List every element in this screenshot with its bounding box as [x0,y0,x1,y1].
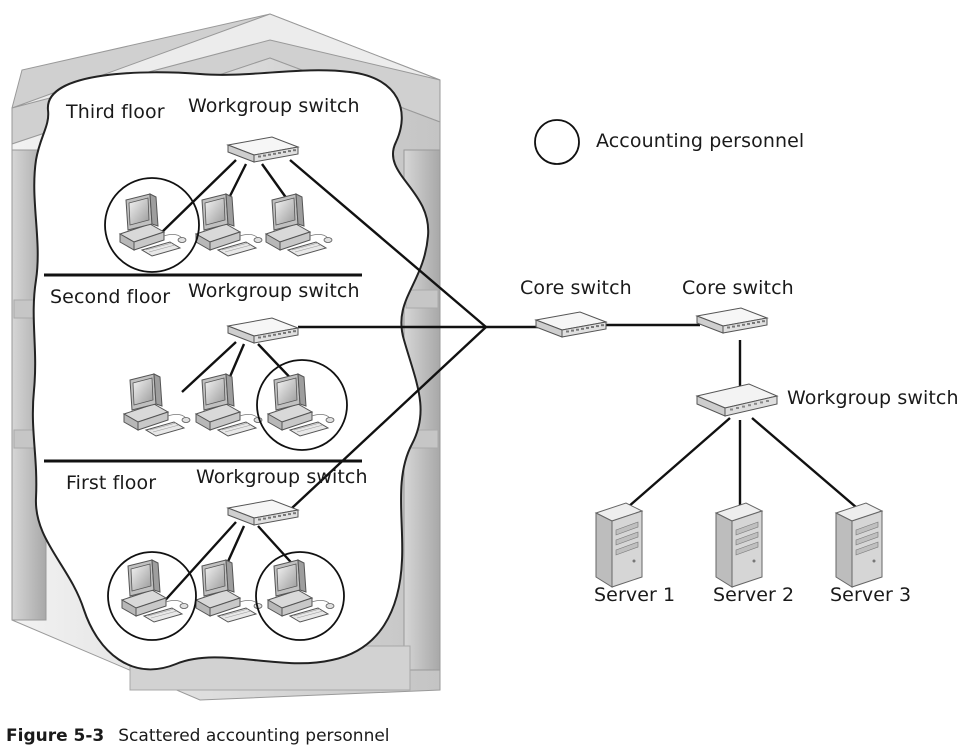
floor-label-second: Second floor [50,286,171,308]
workgroup-switch-second-label: Workgroup switch [188,280,360,302]
accounting-marker [107,551,197,641]
accounting-marker [256,359,348,451]
link-server-1 [619,417,731,515]
workgroup-switch-first-label: Workgroup switch [196,466,368,488]
link-server-3 [751,417,865,515]
figure-caption-text: Scattered accounting personnel [118,726,390,746]
core-switch-right-icon [696,307,768,334]
workgroup-switch-servers-icon [696,383,778,417]
accounting-marker [104,177,200,273]
server-3-label: Server 3 [830,584,912,606]
link-pc [159,521,237,607]
core-switch-left-icon [535,311,607,338]
first-floor-workstations [107,551,345,641]
server-2-label: Server 2 [713,584,795,606]
link-first-to-core [291,326,487,509]
server-1-icon [595,502,643,588]
core-switch-left-label: Core switch [520,277,632,299]
link-pc [181,341,237,393]
third-floor-workstations [104,177,333,273]
accounting-marker [255,551,345,641]
floor-label-third: Third floor [66,101,165,123]
server-3-icon [835,502,883,588]
link-pc [224,525,246,567]
workgroup-switch-third-label: Workgroup switch [188,95,360,117]
link-pc [159,159,237,235]
workgroup-switch-servers-label: Workgroup switch [787,387,959,409]
link-pc [228,163,248,197]
server-2-icon [715,502,763,588]
core-switch-right-label: Core switch [682,277,794,299]
figure-caption: Figure 5-3 Scattered accounting personnel [6,726,390,746]
link-third-to-core [289,159,487,328]
figure-number: Figure 5-3 [6,726,105,746]
floor-label-first: First floor [66,472,157,494]
legend-label: Accounting personnel [596,130,805,152]
legend-circle-icon [534,119,580,165]
server-1-label: Server 1 [594,584,676,606]
second-floor-workstations [123,359,348,451]
